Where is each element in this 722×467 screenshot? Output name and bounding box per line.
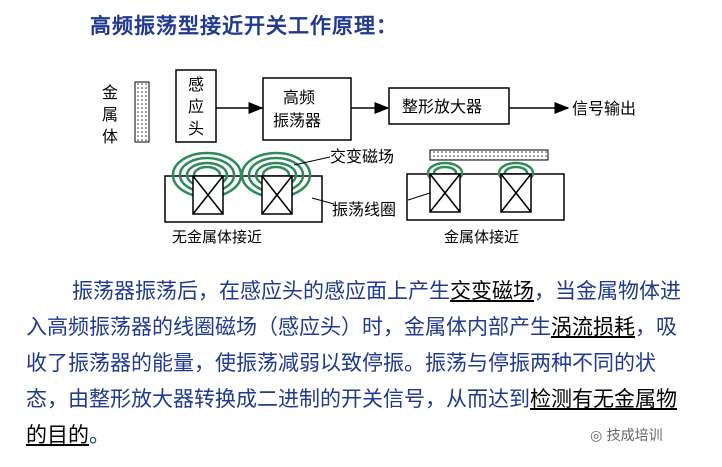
- metal-label-3: 体: [102, 127, 118, 146]
- metal-label-1: 金: [102, 83, 118, 102]
- oscillator-box: [262, 77, 352, 141]
- amplifier-label: 整形放大器: [402, 97, 482, 116]
- metal-caption: 金属体接近: [444, 228, 519, 246]
- amplifier-box: [388, 87, 510, 125]
- coil-pointer-right: [407, 192, 431, 201]
- field-label: 交变磁场: [330, 147, 394, 166]
- field-pointer: [293, 156, 331, 166]
- no-metal-caption: 无金属体接近: [172, 228, 262, 246]
- description-underline-3: 检测有无金属物的目的: [26, 387, 677, 447]
- coil-left-2: [261, 175, 293, 215]
- sensor-head-box: [175, 69, 217, 143]
- oscillator-label-1: 高频: [283, 88, 315, 107]
- description-text-4: 。: [89, 423, 110, 447]
- coil-right-1: [429, 173, 461, 213]
- coil-label: 振荡线圈: [332, 200, 396, 219]
- description-text-1: 振荡器振荡后，在感应头的感应面上产生: [72, 279, 450, 303]
- coil-pointer: [311, 197, 335, 205]
- description-underline-1: 交变磁场: [450, 279, 534, 303]
- description-text-3: ，吸收了振荡器的能量，使振荡减弱以致停振。振荡与停振两种不同的状态，由整形放大器…: [26, 315, 677, 411]
- metal-label-2: 属: [102, 105, 118, 124]
- metal-plate: [134, 81, 150, 143]
- description-paragraph: 振荡器振荡后，在感应头的感应面上产生交变磁场，当金属物体进入高频振荡器的线圈磁场…: [26, 273, 696, 453]
- coil-left-1: [192, 175, 224, 215]
- watermark-text: 技成培训: [606, 428, 663, 444]
- watermark-icon: ◎: [590, 428, 607, 444]
- metal-plate-top: [429, 149, 549, 161]
- sensor-label-1: 感: [188, 75, 204, 94]
- page-title: 高频振荡型接近开关工作原理：: [90, 14, 398, 38]
- principle-diagram: 金 属 体 感 应 头 高频 振荡器 整形放大器 信号输出 交变磁场: [102, 69, 636, 246]
- sensor-label-2: 应: [188, 97, 204, 116]
- description-text-2: ，当金属物体进入高频振荡器的线圈磁场（感应头）时，金属体内部产生: [26, 279, 681, 339]
- coil-right-2: [500, 173, 532, 213]
- watermark: ◎ 技成培训: [590, 425, 663, 445]
- sensor-label-3: 头: [188, 119, 204, 138]
- oscillator-label-2: 振荡器: [273, 111, 321, 130]
- output-label: 信号输出: [572, 99, 636, 118]
- description-underline-2: 涡流损耗: [551, 315, 635, 339]
